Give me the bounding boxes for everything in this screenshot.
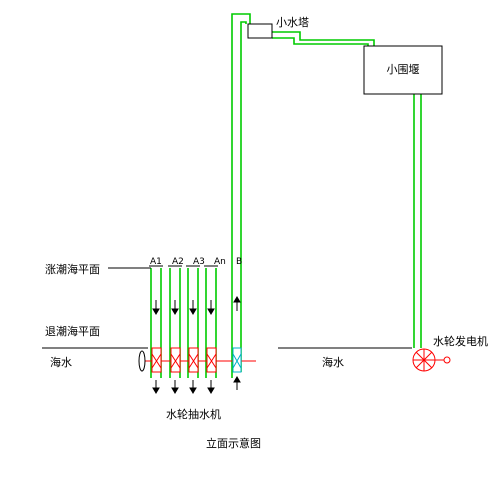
generator-hub (443, 356, 451, 364)
pipe-label-a2: A2 (172, 257, 184, 267)
pipe-label-an: An (214, 257, 226, 267)
flow-arrows (152, 296, 241, 394)
seawater-right-label: 海水 (322, 355, 344, 369)
up-arrow-icon (233, 296, 241, 311)
valve-icon (206, 347, 217, 373)
tower-to-reservoir-pipe (272, 31, 375, 46)
down-arrow-icon (189, 380, 197, 394)
valve-icon (188, 347, 199, 373)
pump-handwheel (138, 350, 146, 372)
down-arrow-icon (171, 300, 179, 315)
tower-to-reservoir-pipe-inner (272, 37, 369, 46)
up-arrow-icon (233, 376, 241, 390)
main-pipe-b (231, 13, 251, 268)
reservoir-label: 小围堰 (387, 63, 420, 76)
generator (412, 348, 451, 372)
main-pipe-b-inner (240, 21, 247, 372)
down-arrow-icon (207, 380, 215, 394)
pipe-label-a1: A1 (150, 257, 162, 267)
down-arrow-icon (152, 380, 160, 394)
high-tide-label: 涨潮海平面 (45, 262, 100, 276)
valve-icon (232, 347, 242, 373)
low-tide-label: 退潮海平面 (45, 324, 100, 338)
valve-icon (170, 347, 181, 373)
pipe-label-a3: A3 (193, 257, 205, 267)
water-tower (247, 23, 273, 39)
down-arrow-icon (152, 300, 160, 315)
down-arrow-icon (171, 380, 179, 394)
diagram-caption: 立面示意图 (206, 436, 261, 450)
generator-label: 水轮发电机 (433, 334, 488, 348)
pump-valves (151, 347, 242, 373)
water-tower-label: 小水塔 (276, 16, 309, 29)
reservoir (363, 45, 443, 95)
pipe-labels: A1 A2 A3 An B (150, 257, 242, 267)
down-arrow-icon (207, 300, 215, 315)
valve-icon (151, 347, 162, 373)
pipe-label-b: B (236, 257, 242, 267)
seawater-left-label: 海水 (50, 355, 72, 369)
down-arrow-icon (189, 300, 197, 315)
turbine-pump-label: 水轮抽水机 (166, 407, 221, 421)
